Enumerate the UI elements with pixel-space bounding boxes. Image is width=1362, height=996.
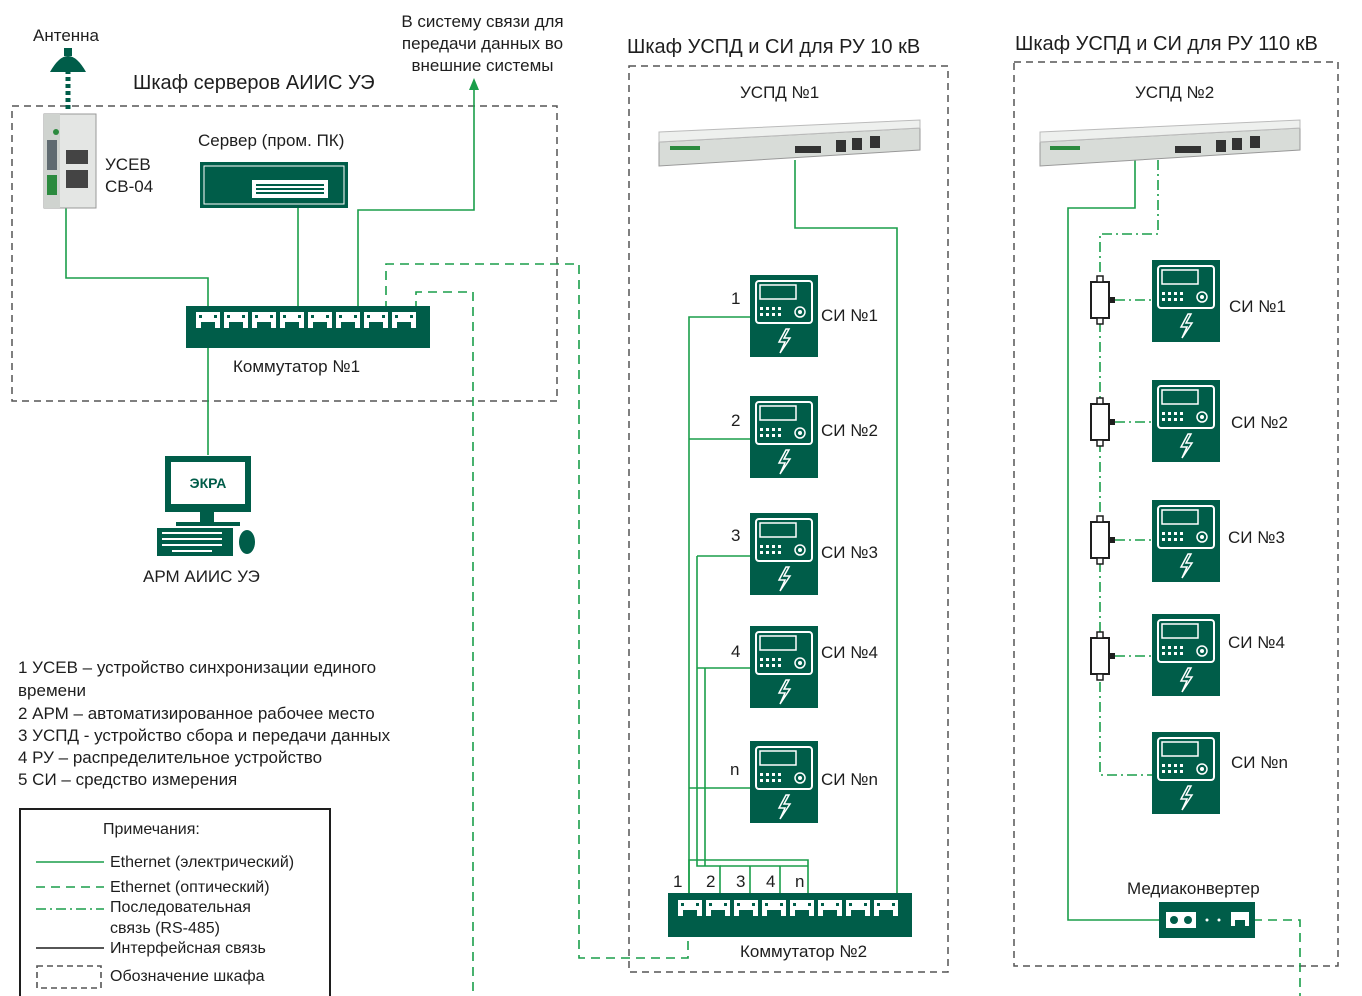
meter-10kv-2-icon xyxy=(749,395,819,479)
meter-110kv-name: СИ №n xyxy=(1231,753,1288,772)
glossary-line: 2 АРМ – автоматизированное рабочее место xyxy=(18,704,375,723)
cabinet-110kv-title: Шкаф УСПД и СИ для РУ 110 кВ xyxy=(1015,33,1318,55)
uspd-1-rack-icon xyxy=(658,119,921,167)
meter-10kv-n-icon xyxy=(749,740,819,824)
port-number: 3 xyxy=(736,872,746,891)
meter-110kv-4-icon xyxy=(1151,613,1221,697)
legend-serial-line-1: Последовательная xyxy=(110,899,251,916)
switch-2-label: Коммутатор №2 xyxy=(740,942,868,961)
meter-10kv-number: n xyxy=(730,760,740,779)
meter-110kv-name: СИ №3 xyxy=(1228,528,1285,547)
meter-110kv-1-icon xyxy=(1151,259,1221,343)
media-converter-label: Медиаконвертер xyxy=(1127,879,1260,898)
meter-10kv-4-icon xyxy=(749,625,819,709)
glossary-line: 5 СИ – средство измерения xyxy=(18,770,238,789)
notes-legend xyxy=(19,808,331,996)
meter-10kv-number: 2 xyxy=(731,411,741,430)
meter-10kv-name: СИ №4 xyxy=(821,643,878,662)
arm-label: АРМ АИИС УЭ xyxy=(143,567,260,586)
meter-10kv-number: 4 xyxy=(731,642,741,661)
switch-1-icon xyxy=(186,306,430,348)
cabinet-110kv-frame xyxy=(1013,61,1339,967)
legend-eth-optic: Ethernet (оптический) xyxy=(110,879,270,896)
legend-eth-electric: Ethernet (электрический) xyxy=(110,854,295,871)
usev-device-icon xyxy=(43,113,97,209)
antenna-label: Антенна xyxy=(33,26,100,45)
legend-cabinet: Обозначение шкафа xyxy=(110,968,265,985)
port-number: 2 xyxy=(706,872,716,891)
meter-110kv-3-icon xyxy=(1151,499,1221,583)
meter-10kv-1-icon xyxy=(749,274,819,358)
meter-10kv-name: СИ №3 xyxy=(821,543,878,562)
legend-interface: Интерфейсная связь xyxy=(110,940,266,957)
cabinet-10kv-frame xyxy=(628,65,949,973)
meter-10kv-name: СИ №n xyxy=(821,770,878,789)
meter-10kv-name: СИ №2 xyxy=(821,421,878,440)
antenna-icon xyxy=(50,48,86,112)
meter-10kv-name: СИ №1 xyxy=(821,306,878,325)
external-line-2: передачи данных во xyxy=(401,34,564,53)
switch-1-label: Коммутатор №1 xyxy=(233,357,361,376)
cabinet-10kv-title: Шкаф УСПД и СИ для РУ 10 кВ xyxy=(627,36,921,58)
switch-2-icon xyxy=(668,893,912,937)
server-icon xyxy=(200,162,348,208)
rs485-tap-icon xyxy=(1090,397,1116,447)
meter-110kv-n-icon xyxy=(1151,731,1221,815)
external-line-1: В систему связи для xyxy=(401,12,564,31)
glossary-line: 3 УСПД - устройство сбора и передачи дан… xyxy=(18,726,391,745)
meter-110kv-name: СИ №1 xyxy=(1229,297,1286,316)
legend-serial-line-2: связь (RS-485) xyxy=(110,920,221,937)
meter-10kv-number: 3 xyxy=(731,526,741,545)
notes-title: Примечания: xyxy=(103,821,200,838)
usev-line-1: УСЕВ xyxy=(105,155,151,174)
external-systems-label: В систему связи для передачи данных во в… xyxy=(380,11,585,77)
meter-10kv-3-icon xyxy=(749,512,819,596)
glossary-line: 1 УСЕВ – устройство синхронизации единог… xyxy=(18,658,377,677)
server-cabinet-title: Шкаф серверов АИИС УЭ xyxy=(133,72,375,94)
glossary-line: времени xyxy=(18,681,86,700)
port-number: 4 xyxy=(766,872,776,891)
port-number: n xyxy=(795,872,805,891)
meter-110kv-name: СИ №2 xyxy=(1231,413,1288,432)
workstation-icon xyxy=(157,456,255,556)
rs485-tap-icon xyxy=(1090,275,1116,325)
server-label: Сервер (пром. ПК) xyxy=(198,131,345,150)
meter-10kv-number: 1 xyxy=(731,289,741,308)
media-converter-icon xyxy=(1159,902,1255,938)
meter-110kv-name: СИ №4 xyxy=(1228,633,1285,652)
usev-line-2: СВ-04 xyxy=(105,177,154,196)
meter-110kv-2-icon xyxy=(1151,379,1221,463)
uspd-1-label: УСПД №1 xyxy=(740,83,820,102)
arm-screen-logo: ЭКРА xyxy=(190,475,227,491)
glossary-line: 4 РУ – распределительное устройство xyxy=(18,748,323,767)
uspd-2-rack-icon xyxy=(1039,119,1301,167)
external-line-3: внешние системы xyxy=(411,56,554,75)
rs485-tap-icon xyxy=(1090,515,1116,565)
port-number: 1 xyxy=(673,872,683,891)
rs485-tap-icon xyxy=(1090,631,1116,681)
uspd-2-label: УСПД №2 xyxy=(1135,83,1215,102)
usev-label: УСЕВ СВ-04 xyxy=(105,154,153,198)
